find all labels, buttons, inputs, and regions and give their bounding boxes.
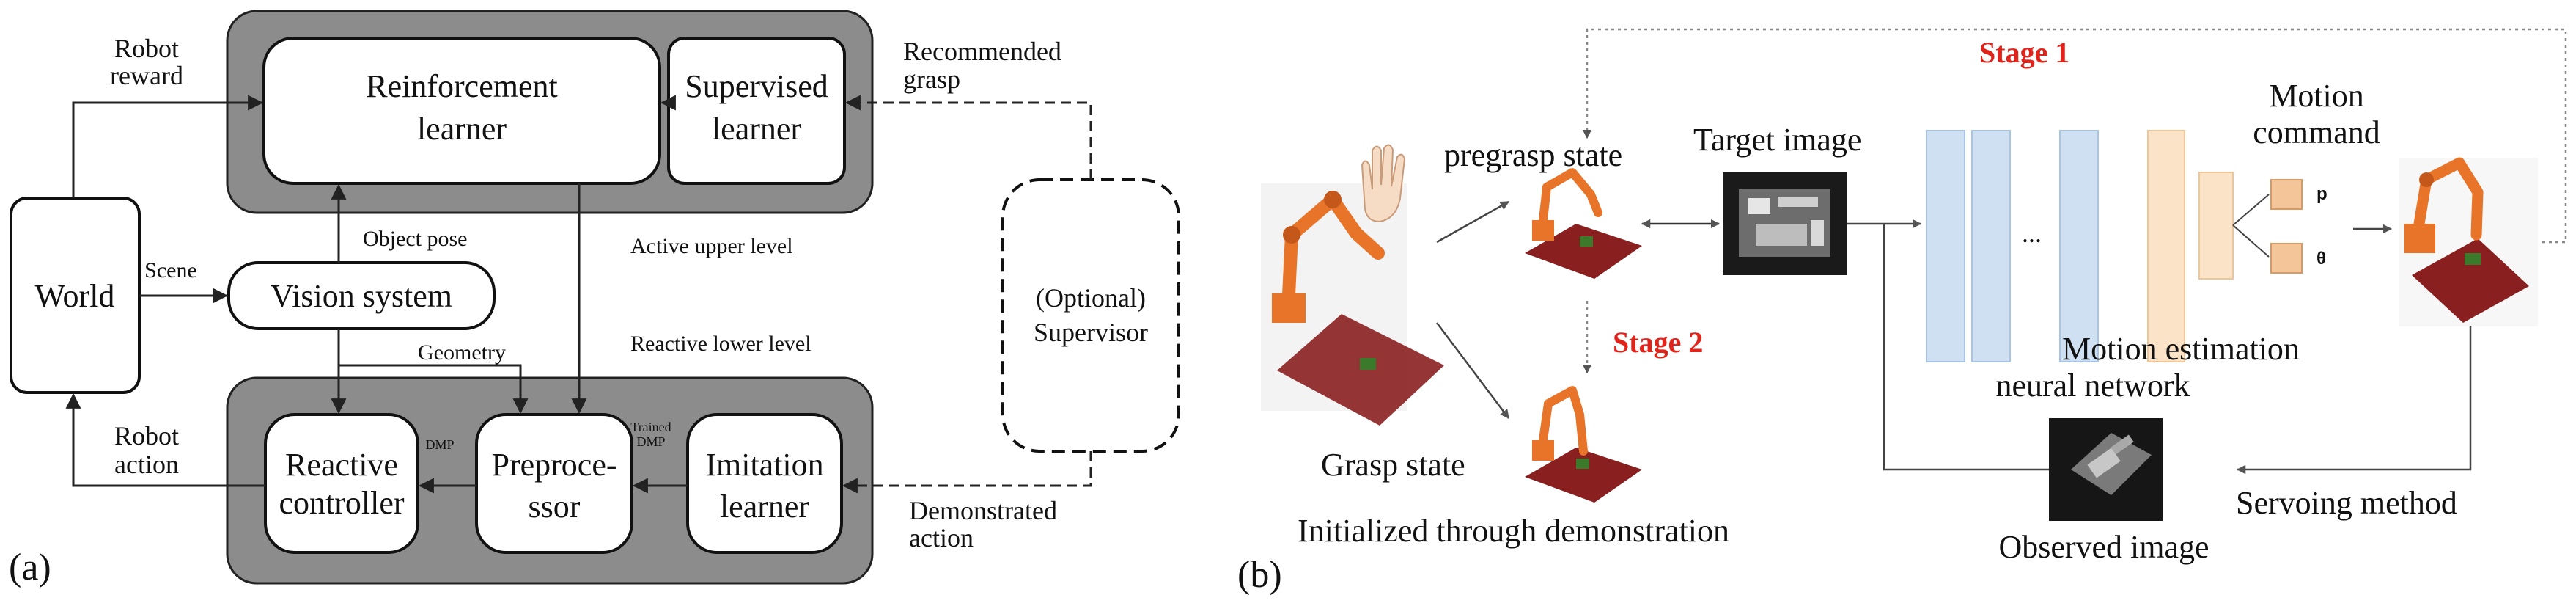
reactive-controller-label-2: controller xyxy=(279,485,404,521)
p-output xyxy=(2270,179,2303,210)
robot-initial xyxy=(1261,183,1444,426)
reinforcement-learner-label-1: Reinforcement xyxy=(366,68,557,104)
supervisor-label-2: Supervisor xyxy=(1034,318,1148,347)
preprocessor-label-1: Preproce- xyxy=(491,447,617,483)
observed-image-label: Observed image xyxy=(1998,529,2209,565)
reactive-controller-box xyxy=(264,413,419,554)
observed-image xyxy=(2049,418,2163,521)
target-image xyxy=(1723,172,1847,275)
panel-a-label: (a) xyxy=(9,547,51,588)
robot-final xyxy=(2399,157,2538,326)
reinforcement-learner-box xyxy=(262,37,661,185)
initialized-label: Initialized through demonstration xyxy=(1298,513,1729,549)
to-theta-line xyxy=(2232,224,2270,258)
pregrasp-state-label: pregrasp state xyxy=(1444,137,1622,173)
geometry-label: Geometry xyxy=(418,340,506,365)
to-pregrasp-arrow xyxy=(1436,200,1510,244)
motion-estimation-label-1: Motion estimation xyxy=(2062,331,2300,367)
supervisor-box xyxy=(1001,178,1180,453)
motion-estimation-label-2: neural network xyxy=(1995,368,2190,404)
robot-action-arrow xyxy=(65,393,265,487)
dmp-label: DMP xyxy=(425,437,454,452)
recommended-grasp-label-1: Recommended xyxy=(903,37,1061,66)
active-upper-level-label: Active upper level xyxy=(630,234,793,258)
recommended-grasp-label-2: grasp xyxy=(903,65,960,94)
robot-reward-label-2: reward xyxy=(110,61,183,90)
reinforcement-learner-label-2: learner xyxy=(417,111,507,147)
stage2-label: Stage 2 xyxy=(1613,326,1703,359)
imitation-learner-box xyxy=(686,413,843,554)
demonstrated-action-arrow xyxy=(842,451,1092,494)
preprocessor-label-2: ssor xyxy=(529,489,581,525)
panel-b: Stage 1 pregrasp state Stage 2 xyxy=(1237,28,2567,596)
supervisor-label-1: (Optional) xyxy=(1036,283,1146,313)
supervised-learner-label-1: Supervised xyxy=(685,68,828,104)
servoing-method-label: Servoing method xyxy=(2236,485,2457,521)
object-pose-label: Object pose xyxy=(363,227,467,251)
to-grasp-arrow xyxy=(1436,322,1509,419)
grasp-state-label: Grasp state xyxy=(1321,447,1465,483)
theta-output xyxy=(2270,243,2303,274)
supervised-learner-label-2: learner xyxy=(712,111,801,147)
scene-label: Scene xyxy=(144,258,197,282)
neural-network: ... xyxy=(1926,130,2234,362)
servoing-loop xyxy=(2236,326,2472,475)
motion-command-label-2: command xyxy=(2253,114,2380,150)
network-ellipsis: ... xyxy=(2022,219,2042,248)
reactive-controller-label-1: Reactive xyxy=(285,447,398,483)
world-label: World xyxy=(35,278,115,314)
reactive-lower-level-label: Reactive lower level xyxy=(630,332,812,356)
p-label: p xyxy=(2316,184,2327,204)
panel-b-label: (b) xyxy=(1237,554,1282,596)
robot-action-label-1: Robot xyxy=(114,421,179,450)
supervised-learner-box xyxy=(667,37,846,185)
vision-system-box xyxy=(227,261,496,330)
geometry-arrow xyxy=(339,364,529,415)
robot-reward-label-1: Robot xyxy=(114,34,179,63)
robot-grasp xyxy=(1525,386,1642,503)
trained-dmp-label-1: Trained xyxy=(630,420,671,434)
vision-system-label: Vision system xyxy=(271,278,452,314)
demonstrated-action-label-2: action xyxy=(909,523,974,552)
demonstrated-action-label-1: Demonstrated xyxy=(909,496,1057,525)
trained-dmp-label-2: DMP xyxy=(636,434,665,449)
recommended-grasp-arrow xyxy=(844,95,1092,180)
hand-icon xyxy=(1361,144,1406,223)
robot-reward-arrow xyxy=(72,95,264,198)
to-p-line xyxy=(2232,194,2270,226)
panel-a: Reinforcement learner Supervised learner… xyxy=(9,10,1180,588)
imitation-learner-label-2: learner xyxy=(720,489,809,525)
target-image-label: Target image xyxy=(1693,122,1861,158)
observed-to-network-line xyxy=(1883,224,2049,471)
stage1-label: Stage 1 xyxy=(1979,36,2069,69)
robot-pregrasp xyxy=(1525,168,1642,279)
preprocessor-box xyxy=(475,413,633,554)
motion-command-label-1: Motion xyxy=(2269,78,2364,114)
imitation-learner-label-1: Imitation xyxy=(705,447,823,483)
robot-action-label-2: action xyxy=(114,450,179,479)
stage1-loop xyxy=(1582,28,2567,244)
theta-label: θ xyxy=(2316,249,2326,269)
